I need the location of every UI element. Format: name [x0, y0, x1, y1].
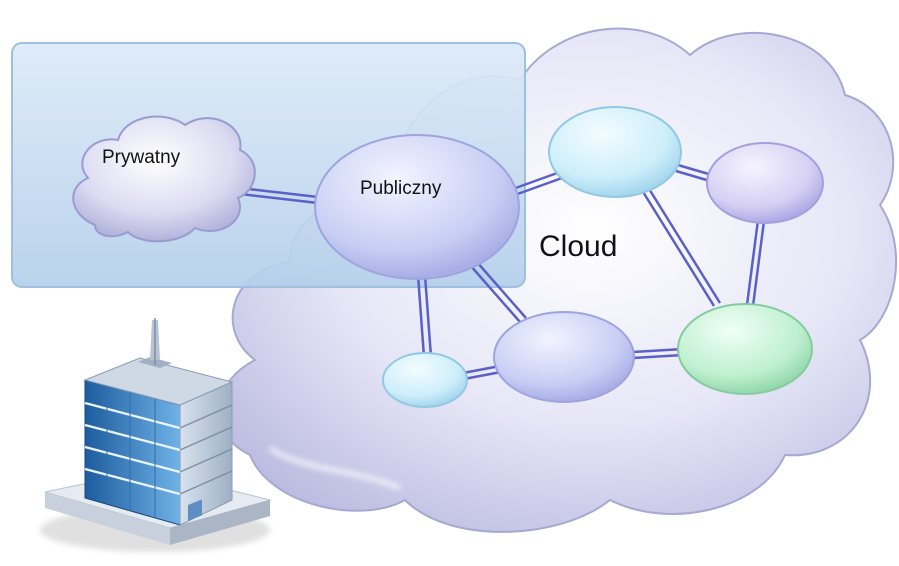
node-public	[314, 134, 520, 280]
node-violet	[706, 142, 824, 224]
private-cloud-label: Prywatny	[102, 147, 181, 168]
node-small-cyan	[382, 352, 468, 408]
network-links	[239, 163, 766, 381]
link-violet-green	[745, 219, 766, 307]
link-cyan-green	[638, 183, 722, 307]
cloud-label: Cloud	[539, 230, 618, 263]
office-building-icon	[40, 318, 272, 552]
link-cyan-violet	[675, 163, 713, 183]
link-public-middle	[469, 260, 527, 323]
link-middle-green	[631, 347, 684, 360]
link-private-public	[239, 186, 319, 205]
link-small-middle	[462, 364, 502, 381]
link-small-public	[416, 274, 433, 358]
private-cloud	[72, 115, 256, 243]
public-node-label: Publiczny	[360, 178, 442, 199]
node-cyan-top	[548, 106, 682, 198]
node-middle	[493, 311, 635, 403]
link-public-cyan	[509, 170, 563, 198]
node-green	[677, 303, 813, 395]
